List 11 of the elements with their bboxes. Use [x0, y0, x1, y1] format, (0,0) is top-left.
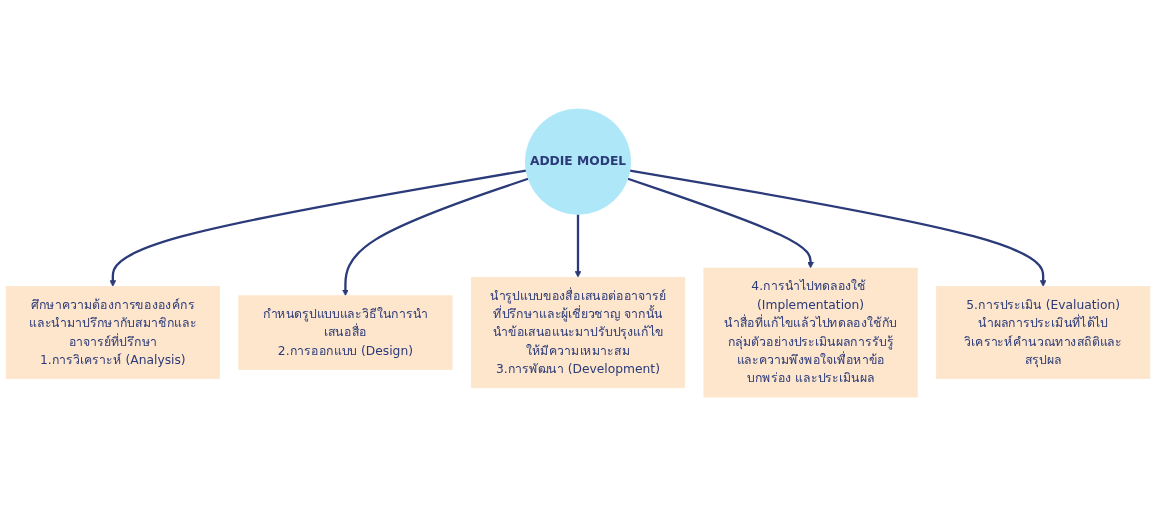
node-box: 5.การประเมิน (Evaluation) นำผลการประเมินที่ได้ไปวิเคราะห์คำนวณทางสถิติและสรุปผล: [936, 286, 1151, 379]
arrow: [574, 214, 582, 278]
node-box: 4.การนำไปทดลองใช้ (Implementation) นำสื่อที่แก้ไขแล้วไปทดลองใช้กับกลุ่มตัวอย่างประเมินผลการรับรู้และความพึงพอใจเพื่อหาข้อบกพร่อง และประเมินผล: [703, 267, 918, 398]
node-circle: ADDIE MODEL: [524, 108, 632, 215]
arrow: [342, 177, 529, 297]
arrow: [627, 177, 814, 269]
arrow: [109, 169, 527, 287]
node-box: ศึกษาความต้องการขององค์กรและนำมาปรึกษากับสมาชิกและอาจารย์ที่ปรึกษา 1.การวิเคราะห์ (Analysis): [5, 286, 220, 379]
node-box: นำรูปแบบของสื่อเสนอต่ออาจารย์ที่ปรึกษาและผู้เชี่ยวชาญ จากนั้นนำข้อเสนอแนะมาปรับปรุงแก้ไขให้มีความเหมาะสม 3.การพัฒนา (Development): [470, 276, 686, 389]
node-box: กำหนดรูปแบบและวิธีในการนำเสนอสื่อ 2.การออกแบบ (Design): [238, 295, 453, 370]
arrow: [629, 169, 1047, 287]
